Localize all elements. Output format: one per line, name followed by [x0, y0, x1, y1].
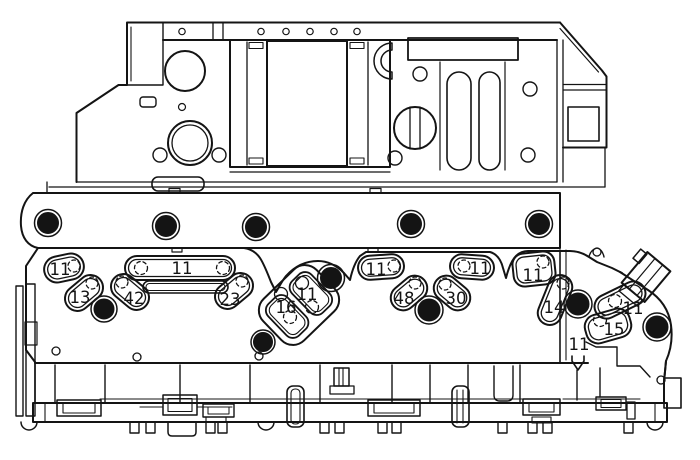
callout-label-48: 48 — [394, 289, 415, 308]
mounting-feet — [20, 421, 664, 437]
callout-label-23: 23 — [220, 290, 241, 309]
seal-shapes — [43, 250, 647, 371]
mounting-rail — [19, 187, 561, 253]
free-label-pointer — [571, 355, 585, 371]
left-leg-inner — [25, 283, 36, 417]
right-tab — [663, 377, 682, 409]
seal-square-k — [511, 250, 557, 288]
callout-label-11c: 11 — [366, 260, 387, 279]
callout-label-11e: 11 — [523, 266, 544, 285]
lower-body — [15, 283, 682, 437]
bore-circle-upper — [164, 50, 206, 92]
rail-rivet-holes — [178, 27, 361, 36]
cross-bore — [393, 106, 437, 150]
base-bar — [32, 402, 668, 423]
plate-bolt-holes — [90, 263, 672, 355]
seal-capsule-j — [449, 253, 495, 281]
callout-label-13: 13 — [70, 288, 91, 307]
callout-label-11d: 11 — [470, 259, 491, 278]
callout-label-15: 15 — [604, 320, 625, 339]
seal-capsule-long — [124, 255, 236, 294]
dashed-locators — [67, 255, 623, 328]
callout-label-11b: 11 — [297, 285, 318, 304]
right-bracket — [556, 21, 608, 188]
seal-capsule-h — [389, 274, 429, 312]
bore-circle-lower — [167, 120, 213, 166]
seal-capsule-l — [536, 274, 574, 326]
callout-label-14: 14 — [544, 298, 565, 317]
callout-label-11f: 11 — [623, 299, 644, 318]
callout-label-11a: 11 — [50, 260, 71, 279]
callout-label-16: 16 — [276, 298, 297, 317]
callout-labels: 11 13 42 11 23 16 11 11 48 30 11 11 14 1… — [50, 259, 644, 354]
callout-label-30: 30 — [446, 289, 467, 308]
rail-bolt-holes — [33, 208, 554, 242]
half-bore — [373, 42, 393, 80]
callout-label-11-free: 11 — [569, 335, 590, 354]
upper-housing — [46, 21, 608, 194]
seal-block-pair — [257, 264, 341, 346]
callout-label-11long: 11 — [172, 259, 193, 278]
callout-label-42: 42 — [124, 289, 145, 308]
left-leg-outer — [15, 285, 24, 417]
solenoid-connector — [618, 248, 672, 307]
